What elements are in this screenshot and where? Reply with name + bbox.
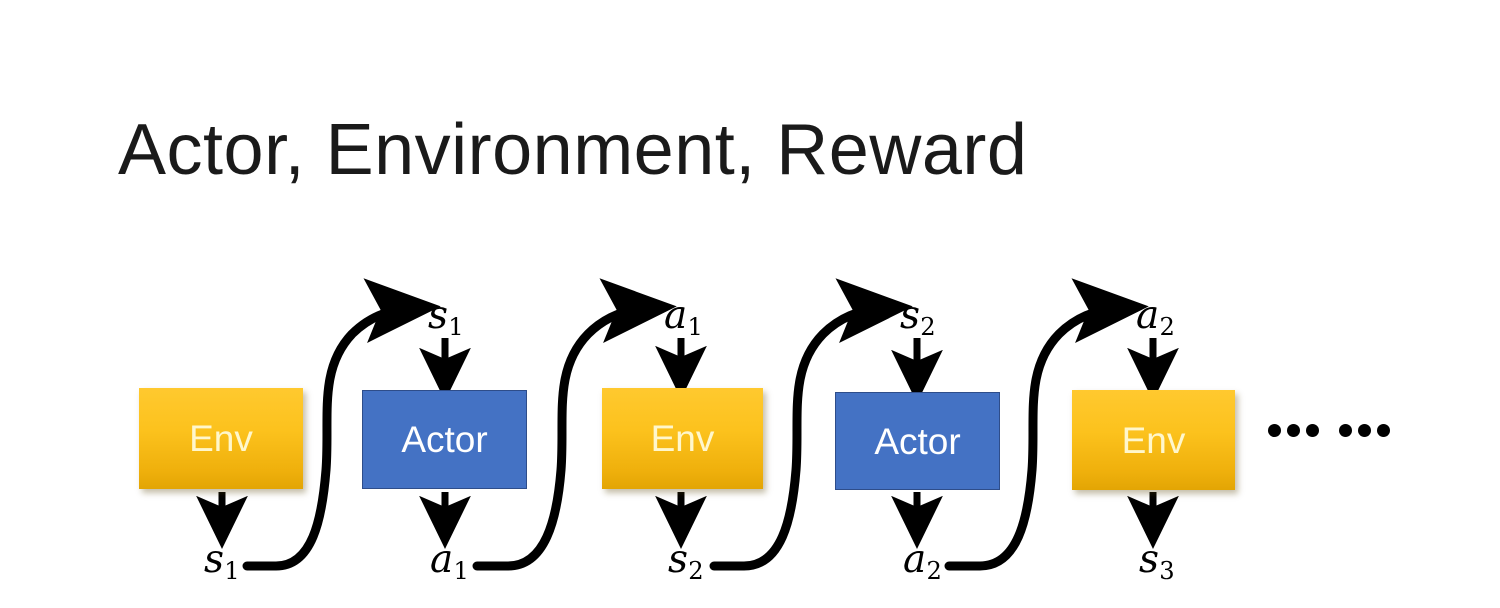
label-top-a1-base: a bbox=[664, 293, 688, 338]
label-bottom-state-s3: s3 bbox=[1139, 537, 1175, 583]
label-bottom-action-a1: a1 bbox=[430, 537, 469, 583]
node-actor-2-label: Actor bbox=[874, 420, 961, 462]
label-top-state-s2: s2 bbox=[900, 293, 936, 339]
label-top-action-a2: a2 bbox=[1136, 293, 1175, 339]
label-bot-s2-sub: 2 bbox=[688, 557, 704, 586]
node-env-3[interactable]: Env bbox=[1072, 390, 1235, 490]
label-top-a1-sub: 1 bbox=[687, 313, 703, 342]
label-bot-a1-sub: 1 bbox=[453, 557, 469, 586]
label-bottom-state-s2: s2 bbox=[668, 537, 704, 583]
curve-a2-to-top-a2 bbox=[944, 278, 1149, 571]
ellipsis-dot bbox=[1306, 424, 1319, 437]
label-bot-s2-base: s bbox=[668, 537, 689, 582]
label-bottom-state-s1: s1 bbox=[204, 537, 240, 583]
ellipsis-dot bbox=[1358, 424, 1371, 437]
label-top-s2-base: s bbox=[900, 293, 921, 338]
label-top-a2-sub: 2 bbox=[1159, 313, 1175, 342]
curve-s1-to-top-s1 bbox=[242, 278, 441, 571]
ellipsis-dot bbox=[1377, 424, 1390, 437]
label-bot-s3-sub: 3 bbox=[1159, 557, 1175, 586]
label-top-s1-base: s bbox=[428, 293, 449, 338]
curve-s2-to-top-s2 bbox=[709, 278, 913, 571]
label-bot-s3-base: s bbox=[1139, 537, 1160, 582]
ellipsis-dot bbox=[1287, 424, 1300, 437]
label-bot-s1-base: s bbox=[204, 537, 225, 582]
label-top-action-a1: a1 bbox=[664, 293, 703, 339]
label-bot-a2-base: a bbox=[903, 537, 927, 582]
ellipsis-spacer bbox=[1325, 430, 1333, 431]
label-top-state-s1: s1 bbox=[428, 293, 464, 339]
ellipsis-dot bbox=[1339, 424, 1352, 437]
page-title: Actor, Environment, Reward bbox=[118, 110, 1028, 190]
label-top-s1-sub: 1 bbox=[448, 313, 464, 342]
label-bot-a2-sub: 2 bbox=[926, 557, 942, 586]
node-env-1-label: Env bbox=[189, 418, 253, 459]
label-top-s2-sub: 2 bbox=[920, 313, 936, 342]
node-env-1[interactable]: Env bbox=[139, 388, 303, 489]
node-env-2[interactable]: Env bbox=[602, 388, 763, 489]
ellipsis-dot bbox=[1268, 424, 1281, 437]
node-env-2-label: Env bbox=[650, 418, 715, 459]
label-top-a2-base: a bbox=[1136, 293, 1160, 338]
node-env-3-label: Env bbox=[1121, 419, 1186, 461]
node-actor-1[interactable]: Actor bbox=[362, 390, 527, 489]
node-actor-1-label: Actor bbox=[401, 419, 488, 460]
label-bottom-action-a2: a2 bbox=[903, 537, 942, 583]
ellipsis-continuation bbox=[1268, 424, 1390, 437]
curve-a1-to-top-a1 bbox=[472, 278, 677, 571]
label-bot-a1-base: a bbox=[430, 537, 454, 582]
node-actor-2[interactable]: Actor bbox=[835, 392, 1000, 490]
label-bot-s1-sub: 1 bbox=[224, 557, 240, 586]
